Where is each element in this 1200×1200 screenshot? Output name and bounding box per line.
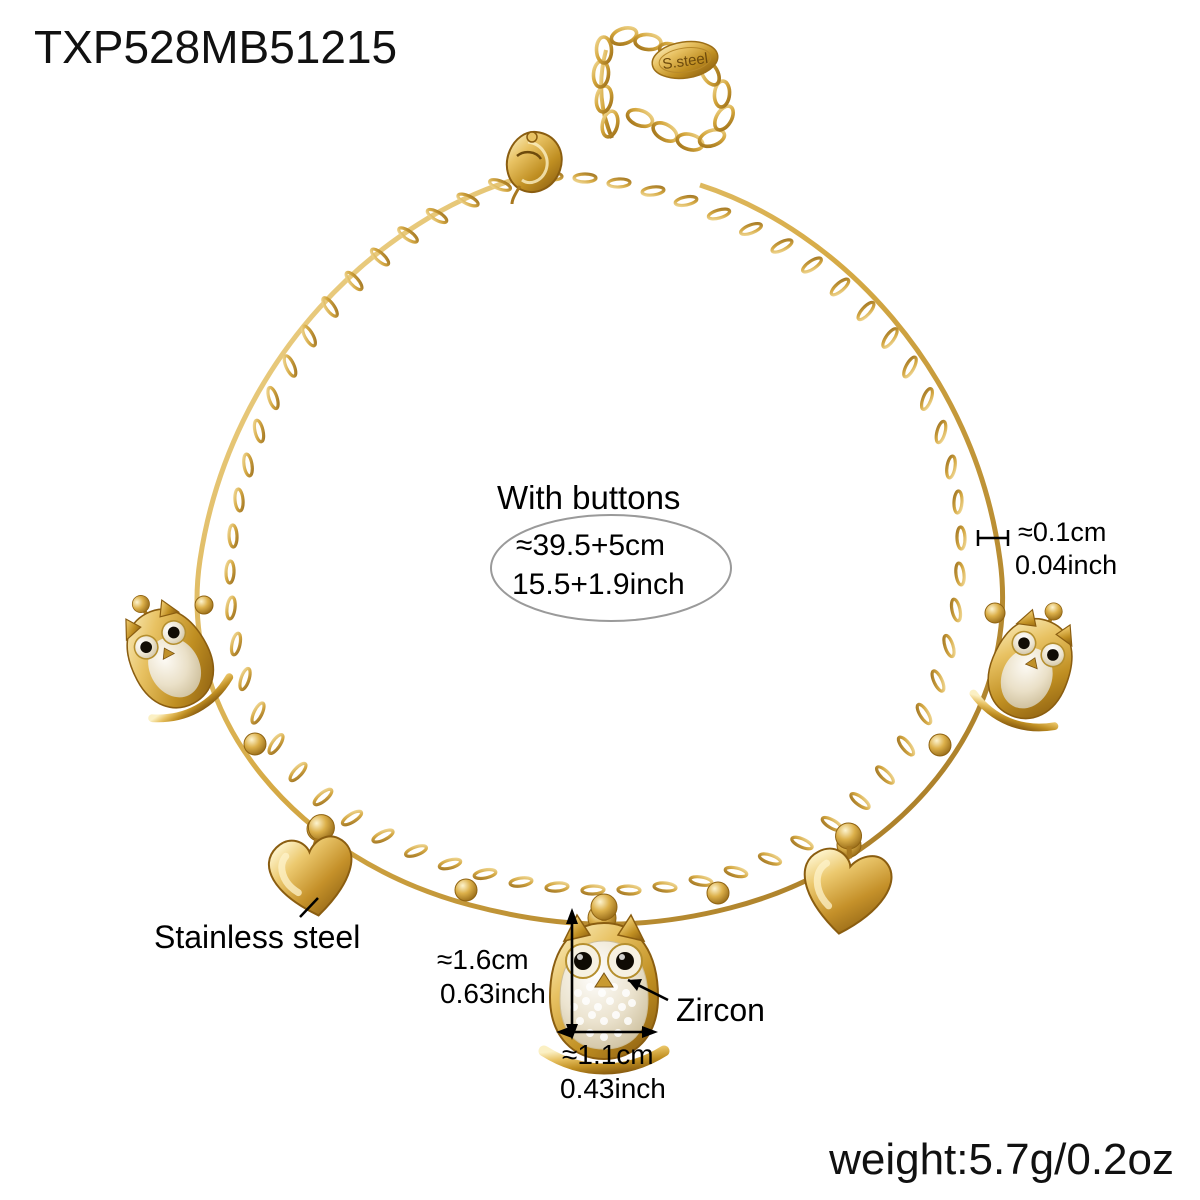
length-metric-label: ≈39.5+5cm — [516, 529, 666, 562]
length-callout-ellipse — [490, 514, 732, 622]
material-label: Stainless steel — [154, 919, 361, 955]
steel-tag: S.steel — [651, 40, 719, 80]
length-callout-title: With buttons — [497, 479, 681, 516]
thickness-imperial-label: 0.04inch — [1015, 550, 1118, 580]
svg-text:S.steel: S.steel — [661, 50, 709, 73]
product-weight-label: weight:5.7g/0.2oz — [829, 1135, 1174, 1184]
lobster-clasp — [505, 130, 563, 205]
owl-charm-right — [969, 602, 1073, 732]
heart-charm-right — [803, 822, 893, 935]
zircon-leader — [627, 978, 669, 1002]
charm-height-imperial-label: 0.63inch — [440, 978, 546, 1009]
owl-charm-left — [125, 595, 234, 723]
product-sku-title: TXP528MB51215 — [34, 21, 398, 73]
stainless-steel-leader — [299, 897, 319, 918]
charm-width-imperial-label: 0.43inch — [560, 1073, 666, 1104]
thickness-measure — [976, 530, 1010, 546]
length-imperial-label: 15.5+1.9inch — [512, 568, 685, 601]
thickness-metric-label: ≈0.1cm — [1018, 517, 1107, 547]
charm-width-measure — [556, 1026, 658, 1038]
charm-height-metric-label: ≈1.6cm — [437, 944, 529, 975]
stone-label: Zircon — [676, 992, 765, 1028]
heart-charm-left — [267, 814, 353, 917]
charm-width-metric-label: ≈1.1cm — [562, 1039, 654, 1070]
